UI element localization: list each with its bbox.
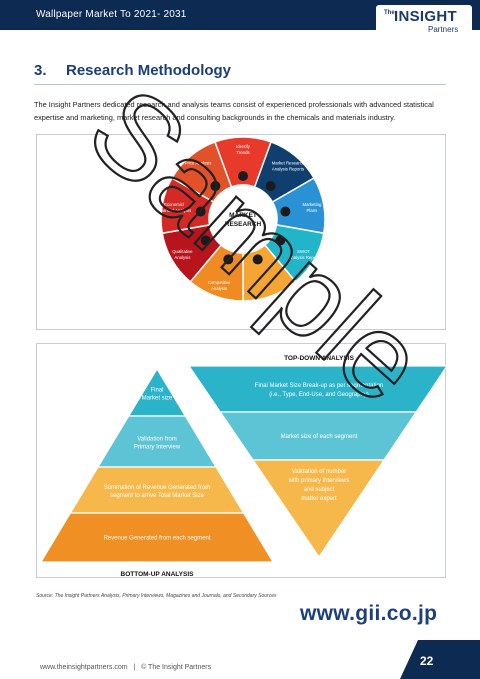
- wheel-center-label: RESEARCH: [225, 221, 262, 228]
- segment-label: Financial Analysis: [157, 208, 191, 213]
- wheel-center-label: MARKET: [229, 212, 257, 219]
- segment-label: Qualitative: [172, 249, 193, 254]
- segment-label: Market Research: [272, 160, 305, 165]
- segment-icon: [252, 254, 263, 265]
- bottom-up-label: Market size: [142, 396, 173, 402]
- section-title: Research Methodology: [66, 62, 232, 79]
- logo-the: The: [384, 10, 395, 16]
- footer-separator: |: [133, 664, 136, 671]
- intro-paragraph: The Insight Partners dedicated research …: [34, 100, 434, 122]
- segment-label: Analysis: [174, 255, 190, 260]
- top-down-level-1: [187, 365, 449, 413]
- top-down-label: (i.e., Type, End-Use, and Geography): [269, 392, 369, 398]
- bottom-up-level-4: [39, 512, 275, 563]
- top-down-title: TOP-DOWN ANALYSIS: [284, 355, 354, 362]
- segment-label: Plans: [307, 208, 318, 213]
- page-number: 22: [420, 654, 434, 668]
- segment-icon: [265, 181, 276, 192]
- title-divider: [34, 84, 446, 85]
- bottom-up-label: Final: [150, 388, 163, 394]
- segment-label: Marketing: [302, 202, 321, 207]
- wheel-center: [210, 186, 276, 252]
- bottom-up-label: Primary Interview: [134, 445, 181, 451]
- segment-label: Identify: [236, 144, 251, 149]
- logo-sub: Partners: [428, 25, 459, 34]
- segment-icon: [195, 206, 206, 217]
- top-down-level-3: [251, 459, 386, 559]
- top-down-label: with primary interviews: [288, 478, 350, 484]
- segment-icon: [223, 254, 234, 265]
- segment-icon: [238, 171, 248, 181]
- segment-label: Trends: [236, 150, 249, 155]
- top-down-label: Final Market Size Break-up as per segmen…: [255, 383, 383, 389]
- footer-url[interactable]: www.theinsightpartners.com: [40, 664, 128, 671]
- bottom-up-label: Summation of Revenue Generated from: [104, 485, 210, 491]
- bottom-up-label: Revenue Generated from each segment: [103, 536, 210, 542]
- segment-icon: [210, 181, 221, 192]
- section-number: 3.: [34, 62, 47, 79]
- segment-label: Economic/: [164, 202, 185, 207]
- gii-link[interactable]: www.gii.co.jp: [300, 602, 438, 625]
- section-heading: 3. Research Methodology: [34, 62, 231, 79]
- segment-label: Price Analysis: [185, 160, 212, 165]
- segment-icon: [200, 235, 211, 246]
- footer-copyright: © The Insight Partners: [141, 664, 212, 671]
- bottom-up-label: segment to arrive Total Market Size: [110, 493, 205, 499]
- source-note: Source: The Insight Partners Analysis, P…: [36, 593, 277, 599]
- footer-corner-shape: [400, 640, 480, 679]
- segment-label: Analysis Reports: [272, 166, 304, 171]
- segment-label: Analysis: [211, 286, 227, 291]
- segment-label: Analysis Report: [289, 255, 320, 260]
- bottom-up-title: BOTTOM-UP ANALYSIS: [121, 571, 195, 578]
- footer-text: www.theinsightpartners.com | © The Insig…: [40, 664, 211, 671]
- segment-icon: [280, 206, 291, 217]
- segment-label: Competitive: [208, 280, 231, 285]
- segment-icon: [275, 235, 286, 246]
- segment-label: SWOT: [297, 249, 310, 254]
- report-title: Wallpaper Market To 2021- 2031: [36, 9, 187, 20]
- top-down-label: matter expert: [301, 496, 337, 502]
- top-down-label: Validation of number: [292, 469, 347, 475]
- logo-main: INSIGHT: [394, 8, 457, 25]
- insight-partners-logo: The INSIGHT Partners: [376, 5, 472, 39]
- top-down-label: and subject: [304, 487, 335, 493]
- top-down-label: Market size of each segment: [281, 434, 358, 440]
- bottom-up-label: Validation from: [137, 437, 177, 443]
